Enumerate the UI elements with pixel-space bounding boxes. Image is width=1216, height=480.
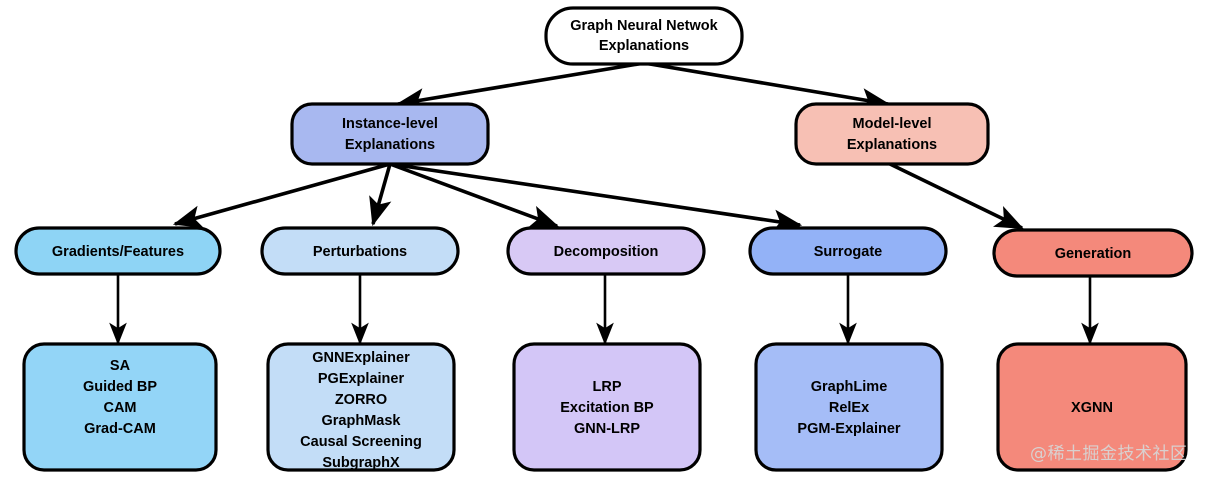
root-node-group: Graph Neural Netwok Explanations xyxy=(544,6,744,66)
decomposition-method-item: Excitation BP xyxy=(560,400,654,416)
perturbations-methods-node xyxy=(266,342,456,472)
edge-group xyxy=(109,61,1099,346)
decomposition-method-item: GNN-LRP xyxy=(574,421,640,437)
generation-method-item: XGNN xyxy=(1071,400,1113,416)
perturbations-method-item: SubgraphX xyxy=(322,455,400,471)
edge-instance-to-perturbations xyxy=(369,163,392,227)
surrogate-methods-node xyxy=(754,342,944,472)
surrogate-method-item: RelEx xyxy=(829,400,869,416)
decomposition-node-group: Decomposition xyxy=(506,226,706,276)
gradients-methods-node-group: SA Guided BP CAM Grad-CAM xyxy=(22,342,218,472)
decomposition-methods-node-group: LRP Excitation BP GNN-LRP xyxy=(512,342,702,472)
surrogate-method-item: GraphLime xyxy=(811,379,888,395)
perturbations-node-group: Perturbations xyxy=(260,226,460,276)
instance-level-node xyxy=(290,102,490,166)
decomposition-methods-node xyxy=(512,342,702,472)
edge-root-to-instance-level xyxy=(395,61,645,111)
edge-instance-to-decomposition xyxy=(389,162,560,228)
decomposition-node xyxy=(506,226,706,276)
generation-methods-node-group: XGNN xyxy=(996,342,1188,472)
model-level-node-group: Model-level Explanations xyxy=(794,102,990,166)
surrogate-node xyxy=(748,226,948,276)
decomposition-method-item: LRP xyxy=(593,379,622,395)
decomposition-label: Decomposition xyxy=(554,244,659,260)
root-node-label-line1: Graph Neural Netwok xyxy=(570,18,718,34)
generation-label: Generation xyxy=(1055,246,1132,262)
surrogate-node-group: Surrogate xyxy=(748,226,948,276)
root-node xyxy=(544,6,744,66)
perturbations-method-item: ZORRO xyxy=(335,392,387,408)
edge-root-to-model-level xyxy=(643,61,891,111)
root-node-label-line2: Explanations xyxy=(599,38,689,54)
surrogate-label: Surrogate xyxy=(814,244,883,260)
gradients-features-label: Gradients/Features xyxy=(52,244,184,260)
perturbations-method-item: PGExplainer xyxy=(318,371,405,387)
gradients-method-item: Guided BP xyxy=(83,379,157,395)
model-level-label-line1: Model-level xyxy=(853,116,932,132)
edge-instance-to-surrogate xyxy=(389,162,803,233)
gradients-features-node xyxy=(14,226,222,276)
instance-level-label-line1: Instance-level xyxy=(342,116,438,132)
gradients-method-item: Grad-CAM xyxy=(84,421,156,437)
perturbations-label: Perturbations xyxy=(313,244,407,260)
surrogate-methods-node-group: GraphLime RelEx PGM-Explainer xyxy=(754,342,944,472)
generation-node-group: Generation xyxy=(992,228,1194,278)
perturbations-methods-node-group: GNNExplainer PGExplainer ZORRO GraphMask… xyxy=(266,342,456,472)
perturbations-method-item: GraphMask xyxy=(322,413,402,429)
gradients-method-item: CAM xyxy=(103,400,136,416)
perturbations-method-item: GNNExplainer xyxy=(312,350,410,366)
instance-level-label-line2: Explanations xyxy=(345,137,435,153)
perturbations-method-item: Causal Screening xyxy=(300,434,422,450)
perturbations-node xyxy=(260,226,460,276)
gradients-method-item: SA xyxy=(110,358,131,374)
gradients-methods-node xyxy=(22,342,218,472)
generation-node xyxy=(992,228,1194,278)
gradients-features-node-group: Gradients/Features xyxy=(14,226,222,276)
model-level-label-line2: Explanations xyxy=(847,137,937,153)
edge-model-to-generation xyxy=(889,162,1024,230)
edge-instance-to-gradients xyxy=(172,162,391,228)
generation-methods-node xyxy=(996,342,1188,472)
surrogate-method-item: PGM-Explainer xyxy=(797,421,900,437)
model-level-node xyxy=(794,102,990,166)
instance-level-node-group: Instance-level Explanations xyxy=(290,102,490,166)
